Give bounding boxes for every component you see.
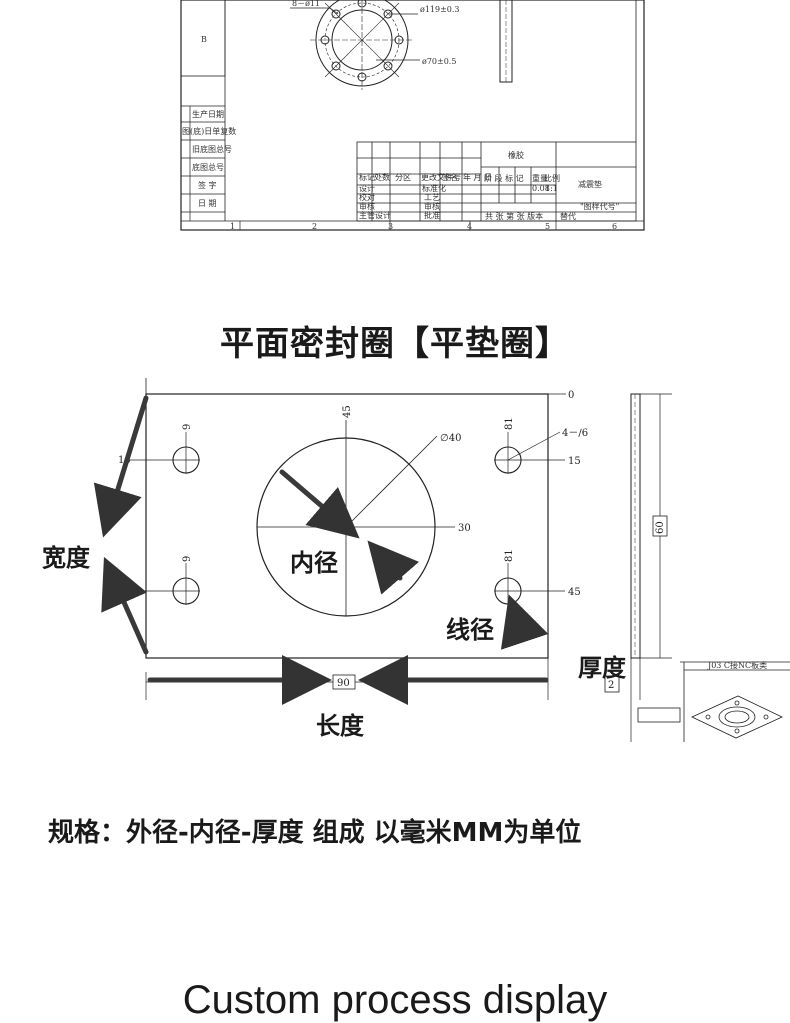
zone-4: 4 (467, 222, 472, 231)
tb-head-2: 分区 (395, 173, 411, 182)
tb-stage-2: 比例 (544, 173, 560, 183)
dim-right-30: 30 (458, 523, 471, 534)
tb-row-3: 审核 (359, 201, 375, 211)
label-wire-dia: 线径 (446, 616, 494, 644)
stamp-1: 生产日期 (192, 109, 224, 119)
flange-view (290, 0, 420, 90)
label-length: 长度 (316, 712, 364, 740)
dim-right-15: 15 (568, 456, 581, 467)
zone-6: 6 (612, 222, 617, 231)
tb-head-0: 标记 (359, 172, 375, 182)
callout-inner: ø70±0.5 (422, 57, 456, 66)
dim-hole-bl: 9 (182, 556, 193, 562)
dim-right-45: 45 (568, 587, 581, 598)
dim-length-box: 90 (337, 678, 350, 689)
label-width: 宽度 (42, 544, 90, 572)
callout-outer: ø119±0.3 (420, 5, 460, 14)
section-title: 平面密封圈【平垫圈】 (220, 324, 570, 364)
dim-hole-tr: 81 (504, 417, 515, 430)
stamp-3: 旧底图总号 (192, 144, 232, 154)
gasket-diagram: 0 4－∕6 ∅40 45 30 15 45 15 45 9 9 81 81 9… (93, 378, 790, 742)
tb-material: 橡胶 (508, 150, 524, 160)
tb-row-0: 设计 (359, 183, 375, 193)
annotation-arrows (93, 395, 549, 705)
zone-1: 1 (230, 222, 235, 231)
tb-sheet-0: 共 张 第 张 版本 (485, 211, 543, 221)
tb-row-7: 批准 (424, 210, 440, 220)
dim-hole-tl: 9 (182, 424, 193, 430)
dim-height-box: 60 (655, 521, 666, 534)
dim-zero: 0 (568, 390, 574, 401)
stamp-2: 图(底)日单复数 (182, 126, 236, 136)
tb-stage-1: 重量 (532, 173, 548, 183)
tb-drawing-code: "图样代号" (580, 201, 619, 211)
tb-part-name: 减震垫 (578, 179, 602, 189)
tb-row-6: 审核 (424, 201, 440, 211)
dim-hole-dia: 4－∕6 (562, 428, 588, 439)
tb-head-3: 更改文件号 (421, 172, 461, 182)
label-inner-dia: 内径 (290, 549, 338, 577)
stamp-6: 日 期 (198, 199, 217, 208)
tb-row-4: 主管设计 (359, 210, 391, 220)
tb-sheet-1: 替代 (560, 211, 576, 221)
zone-5: 5 (545, 222, 550, 231)
spec-line: 规格：外径-内径-厚度 组成 以毫米MM为单位 (48, 818, 582, 848)
dim-thickness-box: 2 (608, 680, 614, 691)
inset-caption: J03 C接NC板类 (707, 660, 767, 670)
tb-stage-val-1: 1:1 (545, 184, 558, 193)
tb-row-2: 校对 (359, 192, 375, 202)
dim-hole-br: 81 (504, 549, 515, 562)
technical-drawing: 8－ø11 ø119±0.3 ø70±0.5 B 生产日期 图(底)日单复数 旧… (180, 0, 645, 231)
tb-head-4: 签名 (442, 172, 458, 182)
tb-head-5: 年 月 日 (463, 172, 492, 182)
tb-head-1: 处数 (374, 172, 390, 182)
side-view (630, 393, 641, 659)
plate-outline (145, 393, 549, 659)
tb-stage-0: 阶 段 标 记 (484, 173, 524, 183)
zone-3: 3 (388, 222, 393, 231)
zone-2: 2 (312, 222, 317, 231)
dim-top-mark: 45 (342, 405, 353, 418)
label-thickness: 厚度 (578, 654, 626, 682)
tb-row-1: 标准化 (422, 183, 446, 193)
stamp-4: 底图总号 (192, 162, 224, 172)
dim-center-circle: ∅40 (440, 433, 461, 444)
tb-row-5: 工艺 (424, 193, 440, 202)
tb-stage-val-0: 0.08 (532, 184, 550, 193)
side-label: B (201, 35, 207, 44)
callout-holes: 8－ø11 (292, 0, 320, 8)
footer-title: Custom process display (182, 978, 608, 1022)
stamp-5: 签 字 (198, 180, 217, 190)
inset-drawing (637, 661, 790, 742)
